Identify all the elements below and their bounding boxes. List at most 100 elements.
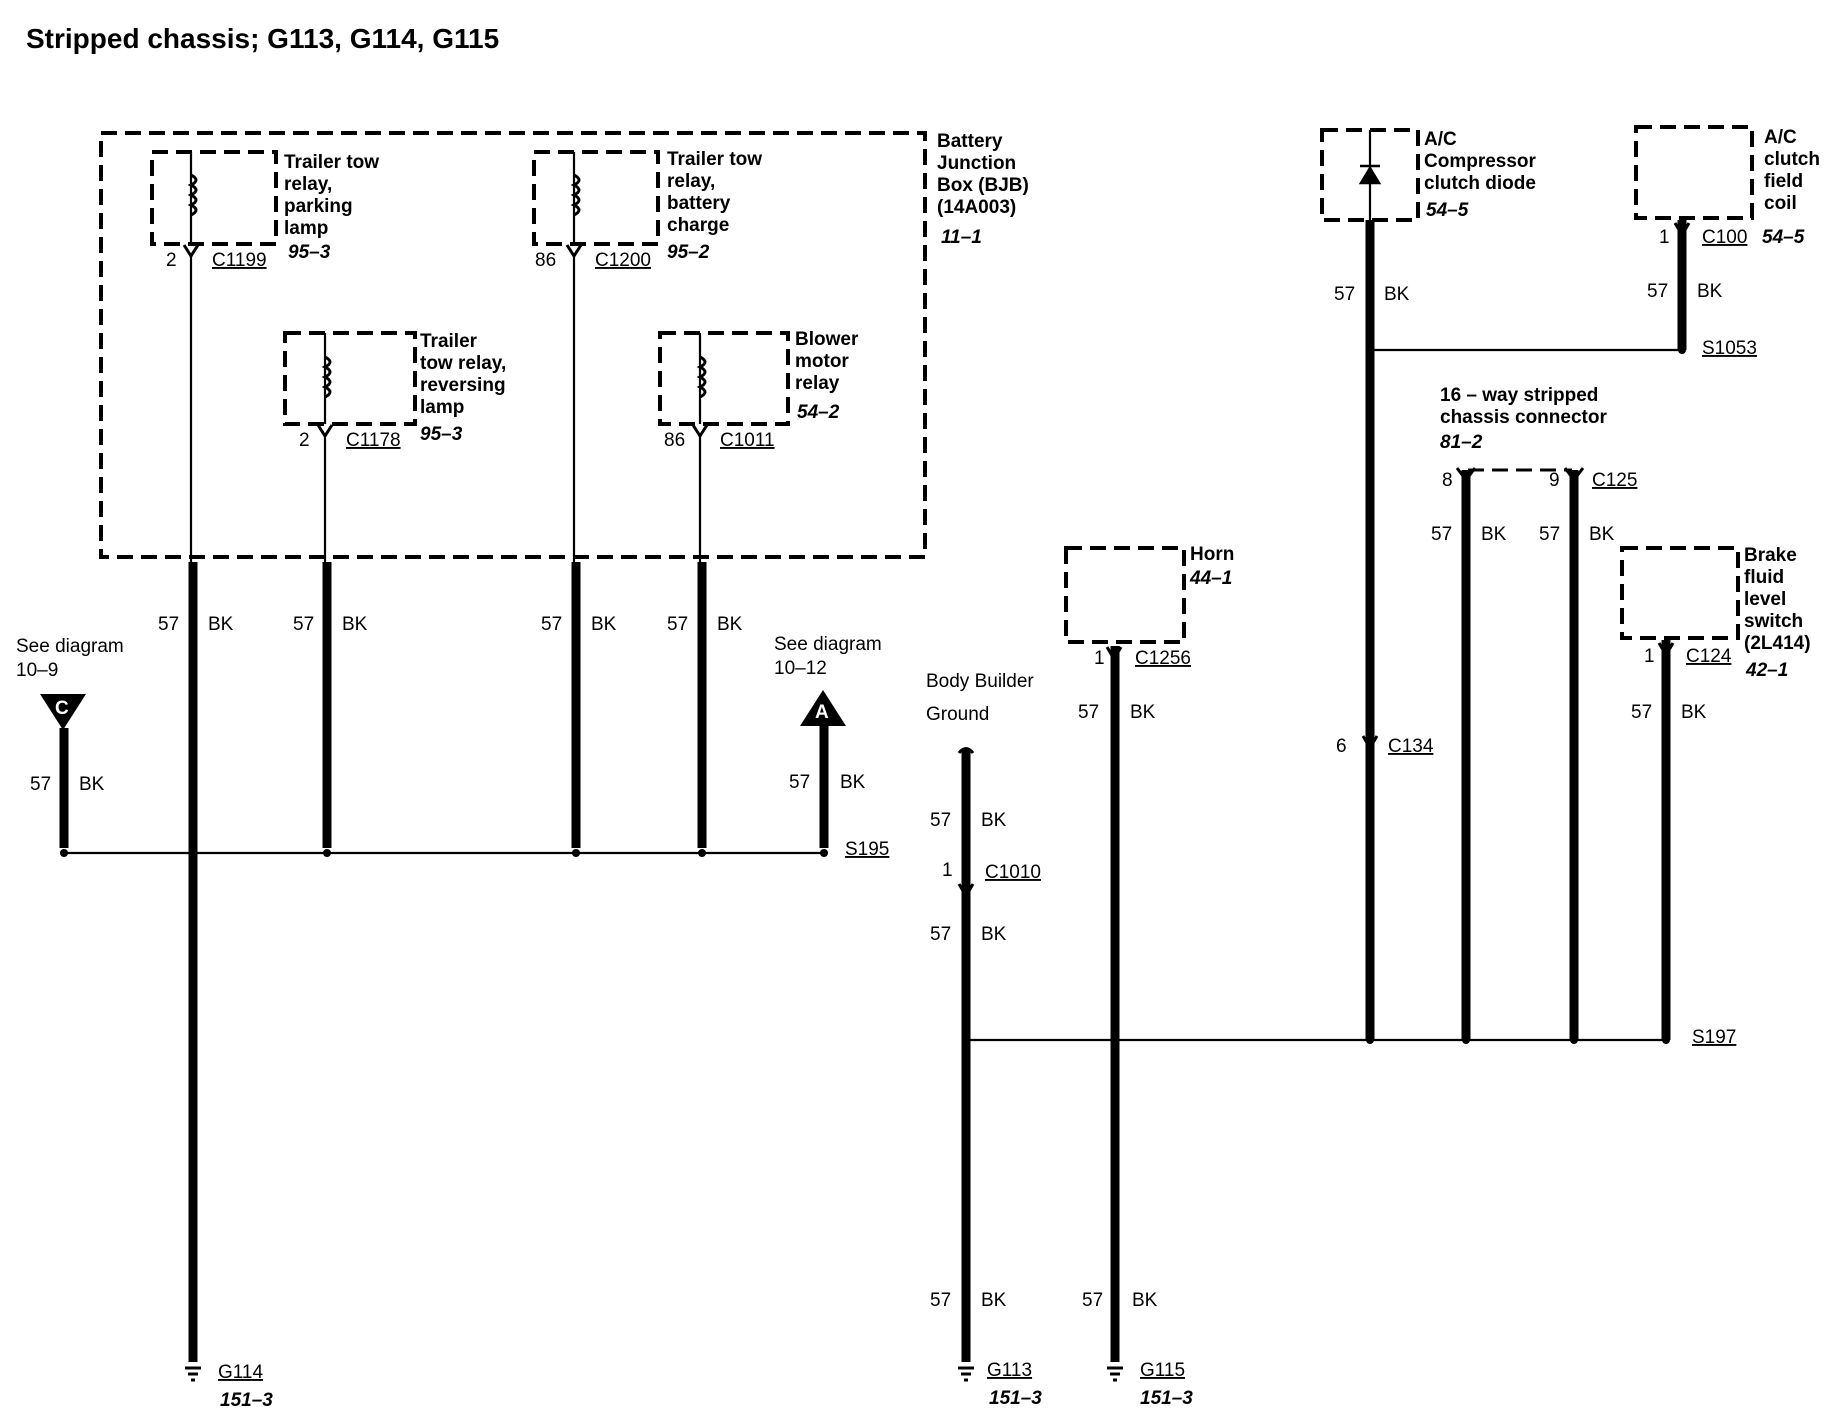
splice-s195-label: S195 bbox=[845, 839, 889, 860]
splice-dot bbox=[60, 849, 828, 857]
svg-text:57: 57 bbox=[1647, 281, 1668, 302]
svg-text:A/C: A/C bbox=[1424, 129, 1457, 150]
splice-dot bbox=[1678, 346, 1686, 354]
svg-text:switch: switch bbox=[1744, 611, 1803, 632]
brake-fluid-level-switch: Brake fluid level switch (2L414) 42–1 1 … bbox=[1620, 545, 1811, 1040]
svg-text:57: 57 bbox=[293, 614, 314, 635]
bjb-box bbox=[99, 131, 927, 559]
svg-text:clutch diode: clutch diode bbox=[1424, 173, 1536, 194]
svg-text:54–5: 54–5 bbox=[1426, 200, 1469, 221]
svg-text:Blower: Blower bbox=[795, 329, 859, 350]
svg-text:57: 57 bbox=[789, 772, 810, 793]
svg-text:motor: motor bbox=[795, 351, 849, 372]
svg-text:C134: C134 bbox=[1388, 736, 1434, 757]
svg-text:10–12: 10–12 bbox=[774, 658, 827, 679]
svg-text:C1011: C1011 bbox=[720, 430, 775, 451]
svg-text:BK: BK bbox=[342, 614, 368, 635]
svg-text:BK: BK bbox=[1132, 1290, 1158, 1311]
svg-text:See diagram: See diagram bbox=[774, 634, 882, 655]
svg-text:1: 1 bbox=[942, 860, 953, 881]
svg-text:11–1: 11–1 bbox=[941, 227, 982, 248]
connector-arrow-icon bbox=[691, 424, 709, 439]
svg-text:BK: BK bbox=[717, 614, 743, 635]
connector-arrow-icon bbox=[957, 747, 975, 754]
svg-text:parking: parking bbox=[284, 196, 353, 217]
relay-trailer-tow-parking-lamp: Trailer tow relay, parking lamp 95–3 2 C… bbox=[150, 150, 379, 271]
svg-text:2: 2 bbox=[166, 250, 177, 271]
connector-arrow-icon bbox=[1361, 735, 1379, 751]
bjb-label: Battery Junction Box (BJB) (14A003) 11–1 bbox=[937, 131, 1029, 248]
splice-dot bbox=[1366, 346, 1374, 354]
relay-trailer-tow-battery-charge: Trailer tow relay, battery charge 95–2 8… bbox=[532, 149, 762, 271]
svg-text:fluid: fluid bbox=[1744, 567, 1784, 588]
svg-text:Horn: Horn bbox=[1190, 544, 1234, 565]
svg-text:57: 57 bbox=[1082, 1290, 1103, 1311]
svg-text:Trailer tow: Trailer tow bbox=[667, 149, 762, 170]
svg-text:Trailer: Trailer bbox=[420, 331, 478, 352]
svg-text:57: 57 bbox=[1539, 524, 1560, 545]
svg-text:BK: BK bbox=[208, 614, 234, 635]
svg-text:57: 57 bbox=[1431, 524, 1452, 545]
page-title: Stripped chassis; G113, G114, G115 bbox=[26, 23, 499, 54]
svg-text:battery: battery bbox=[667, 193, 731, 214]
svg-text:57: 57 bbox=[158, 614, 179, 635]
relay-coil-icon bbox=[696, 355, 707, 399]
svg-text:57: 57 bbox=[541, 614, 562, 635]
svg-text:relay,: relay, bbox=[667, 171, 715, 192]
svg-text:BK: BK bbox=[981, 924, 1007, 945]
svg-text:lamp: lamp bbox=[284, 218, 328, 239]
svg-text:coil: coil bbox=[1764, 193, 1797, 214]
wire-label: 57 BK 57 BK 57 BK 57 BK bbox=[158, 614, 743, 635]
svg-text:field: field bbox=[1764, 171, 1803, 192]
svg-text:57: 57 bbox=[667, 614, 688, 635]
svg-text:8: 8 bbox=[1442, 470, 1453, 491]
svg-text:A/C: A/C bbox=[1764, 127, 1797, 148]
svg-text:See diagram: See diagram bbox=[16, 636, 124, 657]
off-page-connector-icon bbox=[800, 690, 846, 726]
svg-text:Brake: Brake bbox=[1744, 545, 1797, 566]
svg-text:(14A003): (14A003) bbox=[937, 197, 1016, 218]
svg-text:Ground: Ground bbox=[926, 704, 989, 725]
svg-text:(2L414): (2L414) bbox=[1744, 633, 1811, 654]
relay-trailer-tow-reversing-lamp: Trailer tow relay, reversing lamp 95–3 2… bbox=[283, 331, 506, 451]
splice-s1053-label: S1053 bbox=[1702, 338, 1757, 359]
svg-text:57: 57 bbox=[930, 1290, 951, 1311]
off-page-connector-icon bbox=[40, 694, 86, 730]
svg-text:95–2: 95–2 bbox=[667, 242, 710, 263]
svg-text:BK: BK bbox=[981, 810, 1007, 831]
svg-text:Compressor: Compressor bbox=[1424, 151, 1537, 172]
svg-text:151–3: 151–3 bbox=[220, 1390, 273, 1408]
ground-icon bbox=[958, 1366, 974, 1382]
svg-text:57: 57 bbox=[1334, 284, 1355, 305]
relay-blower-motor: Blower motor relay 54–2 86 C1011 bbox=[658, 329, 859, 451]
svg-text:relay,: relay, bbox=[284, 174, 332, 195]
svg-text:relay: relay bbox=[795, 373, 840, 394]
svg-text:C1200: C1200 bbox=[595, 250, 651, 271]
relay-coil-icon bbox=[321, 355, 332, 399]
svg-text:G115: G115 bbox=[1140, 1360, 1185, 1381]
svg-text:tow relay,: tow relay, bbox=[420, 353, 506, 374]
svg-text:G113: G113 bbox=[987, 1360, 1032, 1381]
svg-text:16 – way stripped: 16 – way stripped bbox=[1440, 385, 1598, 406]
svg-text:95–3: 95–3 bbox=[288, 242, 331, 263]
svg-text:BK: BK bbox=[591, 614, 617, 635]
relay-coil-icon bbox=[570, 173, 581, 217]
svg-text:G114: G114 bbox=[218, 1362, 264, 1383]
diode-icon bbox=[1358, 164, 1382, 185]
svg-text:C125: C125 bbox=[1592, 470, 1637, 491]
svg-text:95–3: 95–3 bbox=[420, 424, 463, 445]
svg-text:BK: BK bbox=[1681, 702, 1707, 723]
svg-text:2: 2 bbox=[299, 430, 310, 451]
svg-text:57: 57 bbox=[930, 924, 951, 945]
svg-text:BK: BK bbox=[981, 1290, 1007, 1311]
connector-arrow-icon bbox=[565, 244, 583, 259]
svg-text:Battery: Battery bbox=[937, 131, 1003, 152]
connector-arrow-icon bbox=[182, 244, 200, 259]
svg-text:Body Builder: Body Builder bbox=[926, 671, 1034, 692]
svg-text:57: 57 bbox=[30, 774, 51, 795]
svg-text:6: 6 bbox=[1336, 736, 1347, 757]
